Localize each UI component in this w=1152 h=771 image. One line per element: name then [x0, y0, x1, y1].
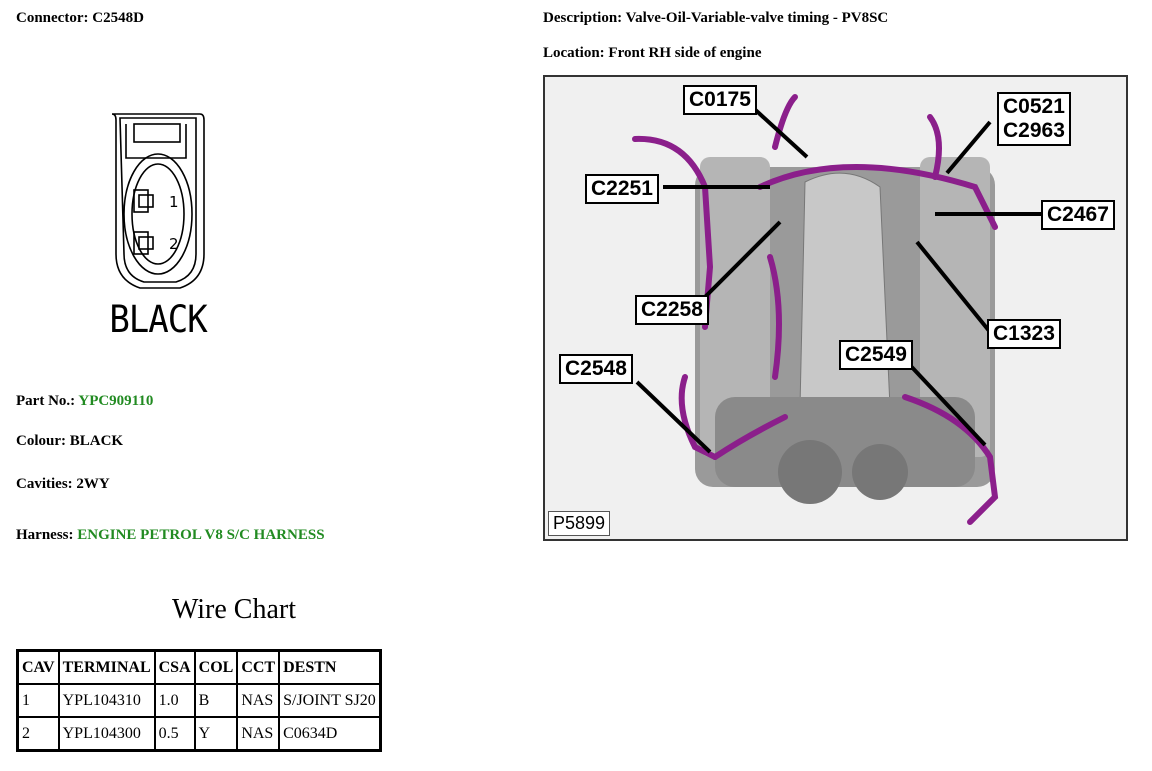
harness-label: Harness: [16, 527, 74, 543]
callout-c2963: C2963 [997, 118, 1071, 146]
header-csa: CSA [153, 649, 196, 685]
header-cct: CCT [236, 649, 281, 685]
description-label: Description: [543, 10, 623, 26]
part-number-label: Part No.: [16, 393, 76, 409]
part-number-row: Part No.: YPC909110 [16, 393, 153, 410]
description-value: Valve-Oil-Variable-valve timing - PV8SC [625, 10, 889, 26]
image-id-label: P5899 [548, 511, 611, 536]
cell-terminal: YPL104310 [57, 683, 156, 718]
cavities-label: Cavities: [16, 476, 73, 492]
callout-c2258: C2258 [635, 295, 709, 325]
pin-2-label: 2 [169, 235, 179, 253]
cell-col: Y [193, 716, 239, 752]
header-destn: DESTN [278, 649, 382, 685]
cell-csa: 1.0 [153, 683, 196, 718]
callout-c2467: C2467 [1041, 200, 1115, 230]
wire-chart-table: CAV TERMINAL CSA COL CCT DESTN 1 YPL1043… [16, 649, 382, 752]
engine-location-image: C0175 C0521 C2963 C2251 C2467 C2258 C132… [543, 75, 1128, 541]
cell-destn: S/JOINT SJ20 [278, 683, 382, 718]
callout-c0175: C0175 [683, 85, 757, 115]
connector-color-text: BLACK [109, 298, 207, 342]
header-terminal: TERMINAL [57, 649, 156, 685]
connector-id: C2548D [92, 10, 144, 26]
engine-illustration [632, 94, 1041, 525]
header-cav: CAV [16, 649, 60, 685]
colour-value: BLACK [69, 433, 124, 449]
connector-heading: Connector: C2548D [16, 10, 144, 27]
location-label: Location: [543, 45, 605, 61]
callout-c2548: C2548 [559, 354, 633, 384]
cavities-row: Cavities: 2WY [16, 476, 110, 493]
connector-label: Connector: [16, 10, 89, 26]
wire-chart-title: Wire Chart [171, 594, 297, 625]
table-row: 1 YPL104310 1.0 B NAS S/JOINT SJ20 [16, 683, 382, 718]
cell-cav: 1 [16, 683, 60, 718]
harness-value: ENGINE PETROL V8 S/C HARNESS [77, 527, 325, 543]
cell-cct: NAS [236, 716, 281, 752]
cell-cav: 2 [16, 716, 60, 752]
part-number-value: YPC909110 [78, 393, 154, 409]
callout-c2251: C2251 [585, 174, 659, 204]
colour-label: Colour: [16, 433, 66, 449]
cell-col: B [193, 683, 239, 718]
location-row: Location: Front RH side of engine [543, 45, 761, 62]
colour-row: Colour: BLACK [16, 433, 123, 450]
cell-destn: C0634D [278, 716, 382, 752]
pin-1-label: 1 [169, 193, 179, 211]
location-value: Front RH side of engine [608, 45, 762, 61]
description-row: Description: Valve-Oil-Variable-valve ti… [543, 10, 888, 27]
table-header-row: CAV TERMINAL CSA COL CCT DESTN [16, 649, 382, 685]
cell-csa: 0.5 [153, 716, 196, 752]
callout-c1323: C1323 [987, 319, 1061, 349]
cell-terminal: YPL104300 [57, 716, 156, 752]
table-row: 2 YPL104300 0.5 Y NAS C0634D [16, 716, 382, 752]
cell-cct: NAS [236, 683, 281, 718]
harness-row: Harness: ENGINE PETROL V8 S/C HARNESS [16, 527, 325, 544]
header-col: COL [193, 649, 239, 685]
cavities-value: 2WY [76, 476, 110, 492]
callout-c0521: C0521 [997, 92, 1071, 120]
connector-face-diagram: 1 2 [111, 113, 205, 289]
callout-c2549: C2549 [839, 340, 913, 370]
